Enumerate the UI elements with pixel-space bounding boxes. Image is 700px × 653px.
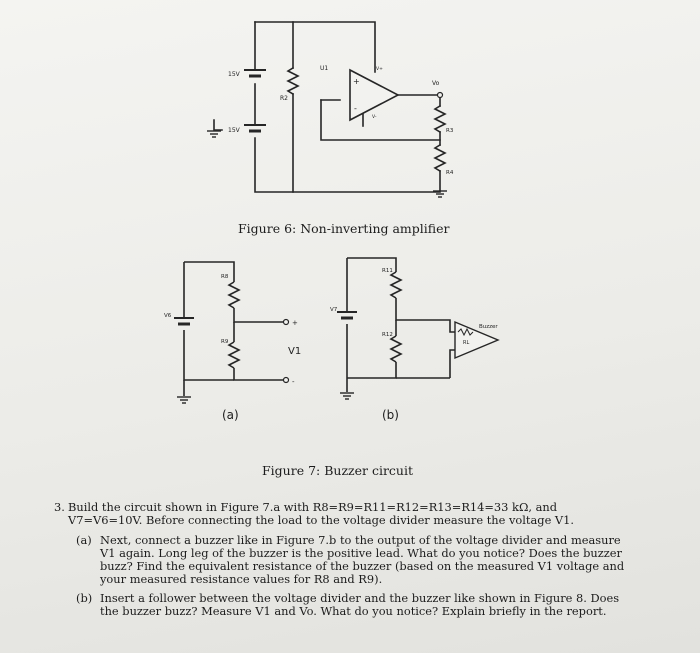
label-15v-bottom: 15V: [228, 127, 241, 134]
part-a-text: Next, connect a buzzer like in Figure 7.…: [100, 532, 625, 587]
label-r11: R11: [382, 268, 393, 274]
opamp-u1: [349, 68, 400, 122]
label-v6: V6: [164, 313, 172, 319]
label-vplus: V+: [376, 66, 383, 72]
opamp-plus: +: [353, 77, 360, 86]
figure7-caption: Figure 7: Buzzer circuit: [262, 463, 414, 478]
part-b-tag: (b): [76, 590, 93, 605]
label-r12: R12: [382, 332, 393, 338]
fig6-top-rail: [254, 21, 376, 73]
label-v1: V1: [288, 346, 301, 357]
figure7b-sublabel: (b): [382, 408, 399, 422]
question-part-b: (b) Insert a follower between the voltag…: [76, 590, 634, 619]
figure7a-sublabel: (a): [222, 408, 239, 422]
part-a-tag: (a): [76, 532, 92, 547]
question-parts: (a) Next, connect a buzzer like in Figur…: [54, 532, 634, 619]
label-vminus: V-: [372, 114, 377, 120]
label-r4: R4: [446, 170, 454, 176]
question-intro: Build the circuit shown in Figure 7.a wi…: [68, 500, 575, 528]
label-v7: V7: [330, 307, 338, 313]
question-number: 3.: [54, 500, 65, 514]
figure6-caption: Figure 6: Non-inverting amplifier: [238, 221, 450, 236]
label-15v-top: 15V: [228, 71, 241, 78]
label-buzzer: Buzzer: [479, 324, 498, 330]
label-v1-minus: -: [292, 378, 295, 386]
question-3: 3. Build the circuit shown in Figure 7.a…: [54, 500, 634, 623]
label-r3: R3: [446, 128, 454, 134]
fig6-bottom-rail: [254, 137, 441, 193]
label-u1: U1: [320, 65, 328, 72]
label-r2: R2: [280, 95, 288, 102]
label-r8: R8: [221, 274, 229, 280]
part-b-text: Insert a follower between the voltage di…: [100, 590, 620, 619]
question-part-a: (a) Next, connect a buzzer like in Figur…: [76, 532, 634, 587]
label-vo: Vo: [432, 80, 440, 87]
label-v1-plus: +: [292, 319, 298, 327]
label-r9: R9: [221, 339, 229, 345]
opamp-minus: -: [354, 104, 357, 113]
label-rl: RL: [463, 340, 469, 346]
